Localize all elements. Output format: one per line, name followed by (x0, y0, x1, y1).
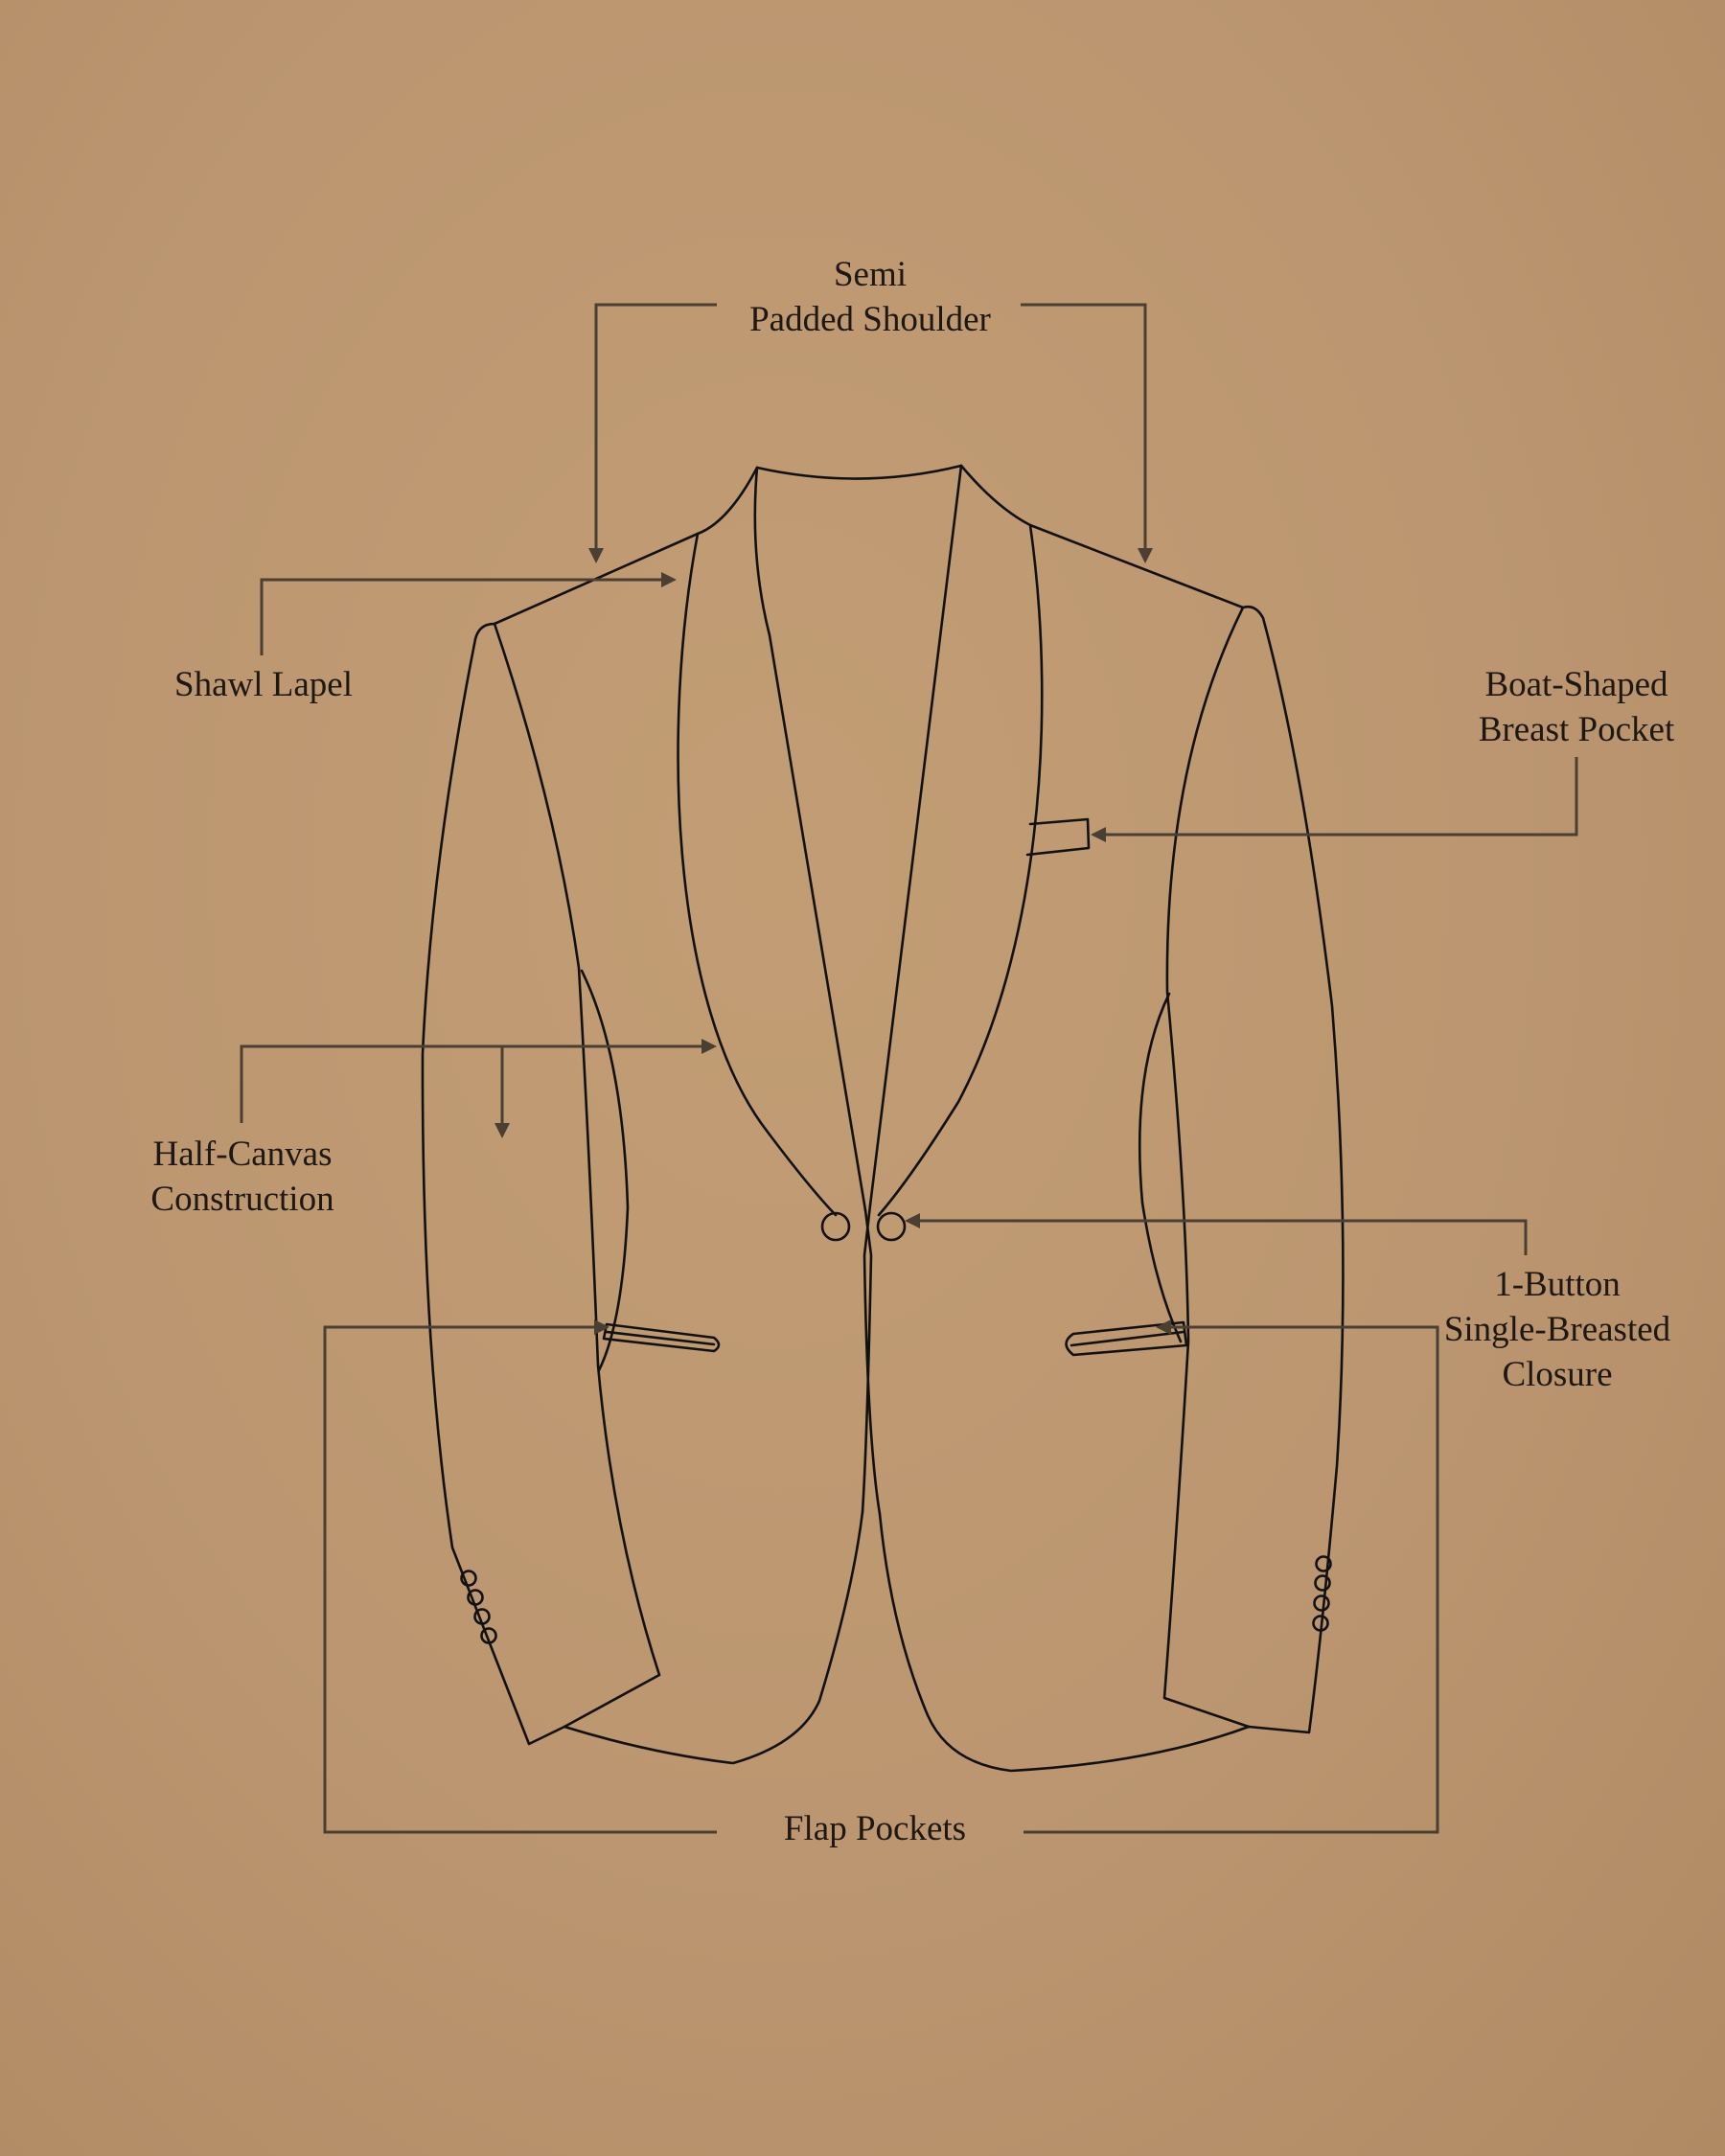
label-shawl-lapel: Shawl Lapel (144, 662, 383, 707)
right-hem (878, 1512, 1251, 1773)
label-flap-pockets: Flap Pockets (736, 1806, 1014, 1851)
canvas-callout (240, 1044, 702, 1123)
right-cuff-button (1315, 1555, 1332, 1572)
left-side-seam (580, 969, 630, 1372)
left-sleeve-outer (421, 622, 566, 1746)
left-cuff-button (473, 1608, 491, 1625)
closure-arrowhead (905, 1213, 920, 1228)
left-shoulder-seam (493, 466, 759, 626)
label-line: Flap Pockets (783, 1809, 967, 1848)
pockets-arrowhead-right (1156, 1319, 1171, 1335)
right-sleeve-inner (1162, 606, 1251, 1729)
label-line: Boat-Shaped (1484, 665, 1668, 704)
label-line: Single-Breasted (1443, 1310, 1671, 1349)
shoulder-callout-right (1021, 303, 1147, 548)
right-lapel-inner (868, 464, 963, 1207)
breast-pocket-arrowhead (1091, 827, 1106, 842)
label-line: Padded Shoulder (749, 300, 991, 339)
label-half-canvas-construction: Half-Canvas Construction (123, 1132, 362, 1222)
right-flap-pocket (1065, 1320, 1188, 1357)
label-line: Semi (833, 255, 908, 294)
left-sleeve-inner (493, 622, 661, 1729)
left-front-edge (861, 1208, 873, 1514)
left-flap-pocket (602, 1322, 721, 1353)
right-front-edge (862, 1204, 882, 1516)
canvas-arrowhead-right (702, 1039, 717, 1054)
left-flap-pocket-welt (605, 1330, 716, 1346)
label-line: 1-Button (1494, 1265, 1621, 1304)
closure-button-left (820, 1211, 851, 1242)
right-lapel-outer (877, 523, 1044, 1217)
right-cuff-button (1312, 1615, 1329, 1632)
right-cuff-button (1313, 1594, 1330, 1612)
right-shoulder-seam (959, 464, 1245, 609)
shoulder-arrowhead-left (588, 548, 604, 563)
shoulder-arrowhead-right (1138, 548, 1153, 563)
left-hem (563, 1510, 864, 1765)
label-semi-padded-shoulder: Semi Padded Shoulder (717, 252, 1024, 342)
right-cuff-button (1314, 1574, 1331, 1592)
left-lapel-outer (677, 532, 838, 1217)
left-lapel-inner (753, 466, 867, 1212)
right-sleeve-outer (1241, 605, 1345, 1734)
label-line: Breast Pocket (1478, 710, 1675, 749)
label-line: Closure (1502, 1355, 1613, 1394)
canvas-arrowhead-down (494, 1123, 510, 1138)
closure-callout (920, 1219, 1528, 1255)
breast-pocket-callout (1106, 757, 1578, 837)
pockets-callout-right (1024, 1325, 1439, 1834)
jacket-outline (421, 464, 1345, 1773)
right-flap-pocket-welt (1070, 1330, 1185, 1347)
left-cuff-button (467, 1589, 484, 1606)
pockets-arrowhead-left (594, 1319, 610, 1335)
label-boat-shaped-breast-pocket: Boat-Shaped Breast Pocket (1438, 662, 1715, 752)
closure-button-right (876, 1211, 907, 1242)
lapel-arrowhead (661, 572, 677, 587)
label-line: Shawl Lapel (174, 665, 353, 704)
right-side-seam (1138, 992, 1183, 1343)
left-cuff-button (460, 1570, 477, 1587)
label-line: Construction (150, 1180, 334, 1219)
breast-pocket (1025, 817, 1091, 857)
callouts (240, 303, 1578, 1834)
left-cuff-button (480, 1627, 497, 1644)
shoulder-callout-left (594, 303, 717, 548)
label-line: Half-Canvas (152, 1135, 333, 1174)
pockets-callout-left (323, 1325, 717, 1834)
lapel-callout (260, 578, 661, 655)
back-collar (755, 464, 963, 480)
label-one-button-closure: 1-Button Single-Breasted Closure (1409, 1262, 1706, 1397)
